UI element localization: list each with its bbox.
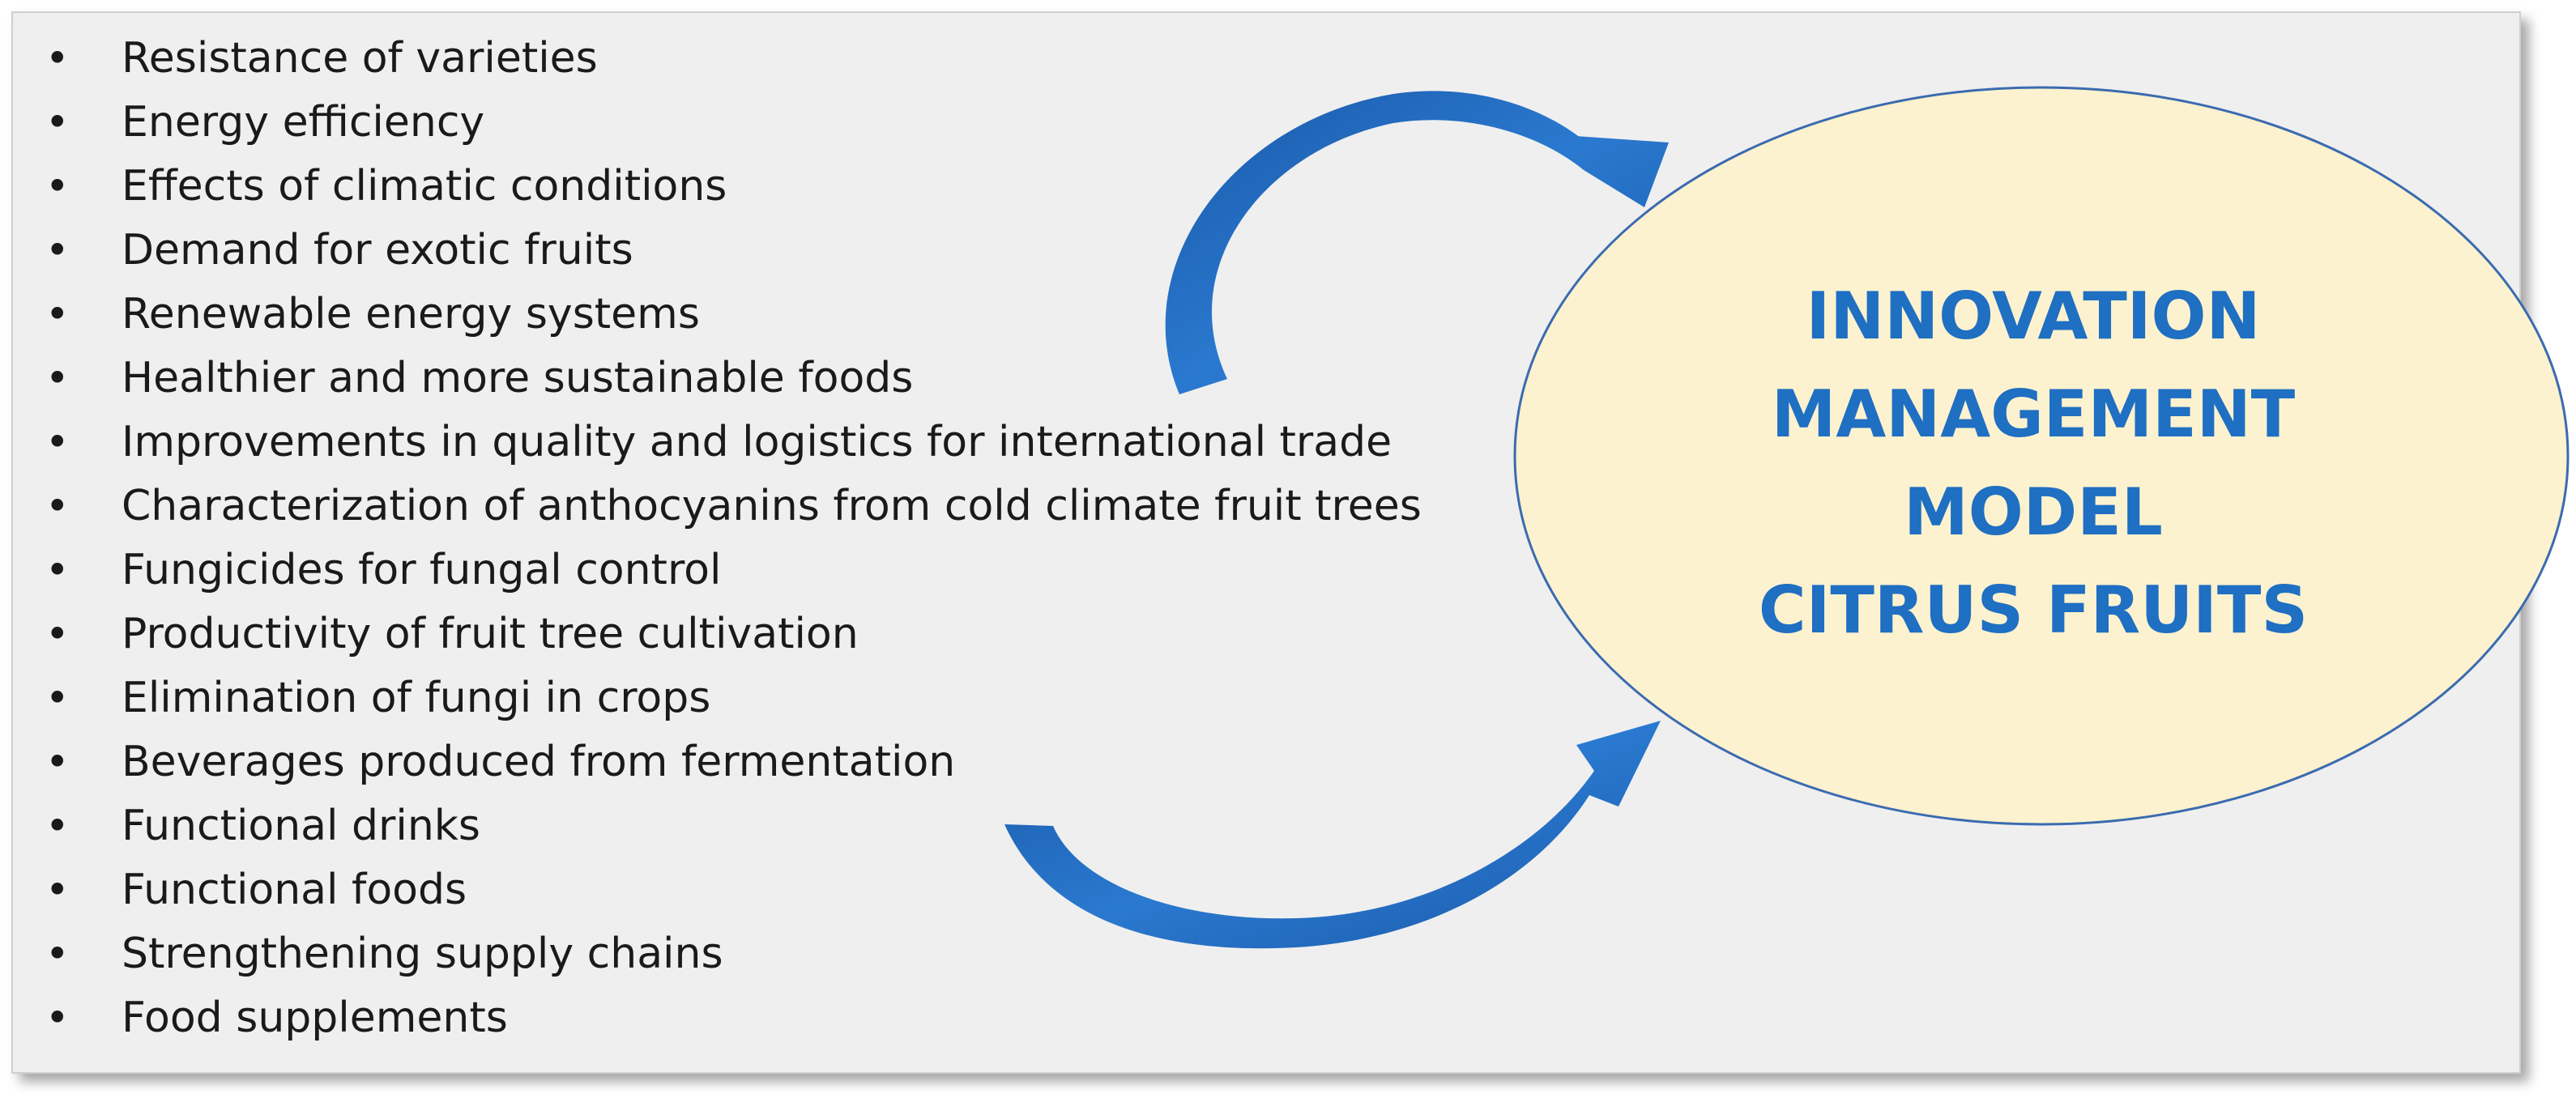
list-item: • Beverages produced from fermentation bbox=[39, 734, 1422, 798]
list-item: • Renewable energy systems bbox=[39, 287, 1422, 351]
list-item: • Functional drinks bbox=[39, 798, 1422, 862]
list-item-label: Functional drinks bbox=[122, 802, 481, 850]
list-item: • Strengthening supply chains bbox=[39, 926, 1422, 990]
list-item-label: Effects of climatic conditions bbox=[122, 162, 727, 211]
list-item-label: Elimination of fungi in crops bbox=[122, 674, 711, 722]
bullet: • bbox=[45, 611, 70, 658]
curved-arrow-bottom bbox=[1004, 721, 1661, 949]
bullet: • bbox=[45, 738, 70, 785]
bullet: • bbox=[45, 291, 70, 338]
model-title-line: MANAGEMENT bbox=[1771, 377, 2296, 452]
bullet: • bbox=[45, 99, 70, 146]
list-item-label: Strengthening supply chains bbox=[122, 930, 723, 978]
model-title-line: CITRUS FRUITS bbox=[1758, 572, 2309, 648]
bullet: • bbox=[45, 802, 70, 849]
bullet: • bbox=[45, 994, 70, 1041]
list-item: • Functional foods bbox=[39, 862, 1422, 926]
list-item-label: Energy efficiency bbox=[122, 98, 485, 147]
bullet: • bbox=[45, 483, 70, 530]
list-item-label: Productivity of fruit tree cultivation bbox=[122, 610, 859, 658]
list-item-label: Functional foods bbox=[122, 866, 467, 914]
curved-arrow-top bbox=[1165, 91, 1669, 394]
innovation-ellipse bbox=[1513, 86, 2570, 826]
list-item: • Fungicides for fungal control bbox=[39, 543, 1422, 606]
list-item-label: Demand for exotic fruits bbox=[122, 226, 633, 274]
bullet: • bbox=[45, 930, 70, 977]
list-item: • Energy efficiency bbox=[39, 95, 1422, 159]
factor-list: • Resistance of varieties • Energy efficie… bbox=[39, 31, 1422, 1054]
model-title: INNOVATION MANAGEMENT MODEL CITRUS FRUIT… bbox=[1507, 267, 2560, 659]
list-item-label: Resistance of varieties bbox=[122, 34, 598, 83]
model-title-line: INNOVATION bbox=[1806, 279, 2261, 354]
bullet: • bbox=[45, 355, 70, 402]
list-item: • Demand for exotic fruits bbox=[39, 223, 1422, 287]
list-item: • Elimination of fungi in crops bbox=[39, 670, 1422, 734]
bullet: • bbox=[45, 35, 70, 82]
list-item: • Characterization of anthocyanins from c… bbox=[39, 479, 1422, 543]
list-item-label: Fungicides for fungal control bbox=[122, 546, 722, 594]
list-item: • Healthier and more sustainable foods bbox=[39, 351, 1422, 415]
list-item-label: Renewable energy systems bbox=[122, 290, 700, 338]
bullet: • bbox=[45, 419, 70, 466]
list-item-label: Healthier and more sustainable foods bbox=[122, 354, 914, 402]
list-item-label: Food supplements bbox=[122, 994, 508, 1042]
bullet: • bbox=[45, 866, 70, 913]
bullet: • bbox=[45, 163, 70, 210]
list-item: • Effects of climatic conditions bbox=[39, 159, 1422, 223]
list-item-label: Characterization of anthocyanins from co… bbox=[122, 482, 1422, 530]
bullet: • bbox=[45, 675, 70, 721]
list-item-label: Improvements in quality and logistics fo… bbox=[122, 418, 1392, 466]
bullet: • bbox=[45, 547, 70, 594]
list-item: • Improvements in quality and logistics f… bbox=[39, 415, 1422, 479]
list-item: • Resistance of varieties bbox=[39, 31, 1422, 95]
model-title-line: MODEL bbox=[1904, 475, 2163, 550]
list-item-label: Beverages produced from fermentation bbox=[122, 738, 956, 786]
bullet: • bbox=[45, 227, 70, 274]
list-item: • Productivity of fruit tree cultivation bbox=[39, 606, 1422, 670]
list-item: • Food supplements bbox=[39, 990, 1422, 1054]
